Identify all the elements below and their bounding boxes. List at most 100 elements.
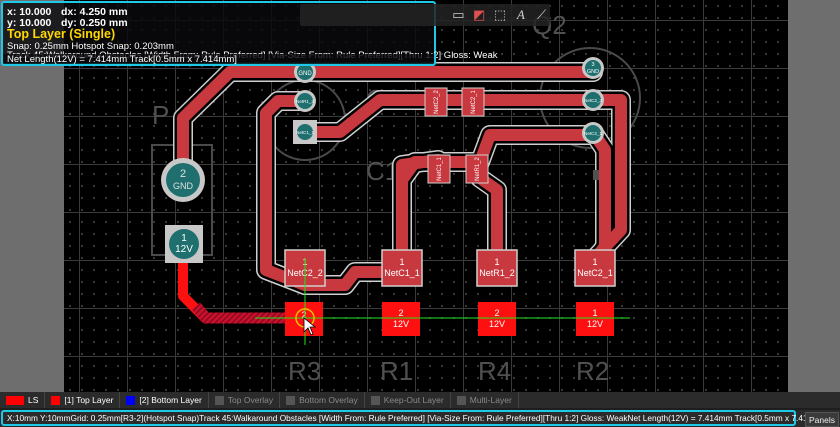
- th-pads[interactable]: 2 GND 1 12V GND NetR1_2 NetC1_1: [161, 57, 604, 263]
- status-bar: X:10mm Y:10mm Grid: 0.25mm [R3-2] (Hotsp…: [0, 410, 840, 427]
- tab-keepout-label: Keep-Out Layer: [383, 395, 444, 405]
- keepout-swatch: [370, 395, 380, 405]
- q2-flat-marker: [593, 170, 599, 180]
- pad-q2-b-net: NetC2_2: [584, 98, 602, 103]
- pad-q1-b-net: NetR1_2: [296, 99, 314, 104]
- pad-r2-2[interactable]: 1 12V: [576, 302, 614, 336]
- tab-multi-layer[interactable]: Multi-Layer: [451, 392, 519, 408]
- pad-r4-1-net: NetR1_2: [479, 268, 515, 278]
- pad-q1-b[interactable]: NetR1_2: [294, 90, 316, 112]
- pad-r1-2-number: 2: [398, 308, 403, 318]
- pad-r2-1[interactable]: 1 NetC2_1: [574, 249, 616, 287]
- tab-keepout-layer[interactable]: Keep-Out Layer: [365, 392, 451, 408]
- pad-p-gnd-net: GND: [173, 181, 194, 191]
- tab-top-overlay[interactable]: Top Overlay: [209, 392, 281, 408]
- tab-top-overlay-label: Top Overlay: [227, 395, 274, 405]
- layer-tabs-bar: LS [1] Top Layer [2] Bottom Layer Top Ov…: [0, 392, 840, 408]
- pad-r4-1[interactable]: 1 NetR1_2: [476, 249, 518, 287]
- pad-p-12v-net: 12V: [175, 244, 193, 255]
- pad-r4-1-number: 1: [494, 257, 499, 267]
- multi-layer-swatch: [456, 395, 466, 405]
- bottom-overlay-swatch: [286, 395, 296, 405]
- pad-p-12v[interactable]: 1 12V: [165, 225, 203, 263]
- pad-r3-2-number: 2: [301, 310, 306, 320]
- pad-q2-c[interactable]: NetC2_1: [582, 122, 604, 144]
- top-overlay-swatch: [214, 395, 224, 405]
- text-icon[interactable]: A: [516, 7, 525, 22]
- pad-q2-b[interactable]: NetC2_2: [582, 89, 604, 111]
- line-icon[interactable]: ⟋: [537, 7, 547, 22]
- pad-c2-2-net: NetC2_1: [471, 90, 477, 114]
- canvas-margin-right: [788, 0, 840, 392]
- layer-set-label: LS: [28, 395, 39, 405]
- pad-r2-2-number: 1: [592, 308, 597, 318]
- pad-c1-2[interactable]: NetR1_2: [465, 154, 489, 184]
- tab-bottom-layer[interactable]: [2] Bottom Layer: [120, 392, 209, 408]
- pad-r1-1[interactable]: 1 NetC1_1: [381, 249, 423, 287]
- bottom-layer-swatch: [126, 395, 136, 405]
- tab-bottom-overlay-label: Bottom Overlay: [299, 395, 358, 405]
- pad-r2-2-net: 12V: [587, 319, 603, 329]
- smd-pads[interactable]: 1 NetC2_2 1 NetC1_1 1 NetR1_2 1 NetC2_1: [284, 87, 616, 336]
- pad-r1-2-net: 12V: [393, 319, 409, 329]
- pad-c2-1[interactable]: NetC2_2: [424, 87, 448, 117]
- hud-net-length: Net Length(12V) = 7.414mm Track[0.5mm x …: [7, 54, 237, 65]
- hud-layer: Top Layer (Single): [7, 27, 116, 41]
- status-grid: Grid: 0.25mm: [70, 413, 121, 423]
- tab-top-layer-label: [1] Top Layer: [64, 395, 114, 405]
- status-pad: [R3-2]: [120, 413, 144, 423]
- layer-set-button[interactable]: LS: [0, 392, 46, 408]
- track-netc2-2[interactable]: [260, 95, 311, 291]
- pad-q2-gnd[interactable]: 3 GND: [582, 57, 604, 79]
- hud-footer: Net Length(12V) = 7.414mm Track[0.5mm x …: [1, 54, 436, 66]
- designator-r3: R3: [288, 356, 321, 386]
- hud-dy: dy: 0.250 mm: [61, 17, 128, 29]
- active-bar: ▭ ◩ ⬚ A ⟋: [300, 4, 550, 26]
- pad-c1-1[interactable]: NetC1_1: [427, 154, 451, 184]
- hud-snap: Snap: 0.25mm Hotspot Snap: 0.203mm: [7, 41, 174, 52]
- track-12v-walkaround[interactable]: [191, 302, 300, 324]
- tab-bottom-layer-label: [2] Bottom Layer: [139, 395, 202, 405]
- pad-q2-c-net: NetC2_1: [584, 131, 602, 136]
- pad-c2-1-net: NetC2_2: [434, 90, 440, 114]
- pad-q1-c-net: NetC1_1: [296, 130, 314, 135]
- pad-c1-2-net: NetR1_2: [475, 157, 481, 181]
- region-icon[interactable]: ◩: [473, 7, 486, 22]
- pad-icon[interactable]: ▭: [452, 7, 465, 22]
- track-gnd[interactable]: [177, 66, 599, 186]
- pad-r1-1-net: NetC1_1: [384, 268, 420, 278]
- status-bar-text: X:10mm Y:10mm Grid: 0.25mm [R3-2] (Hotsp…: [1, 410, 828, 426]
- status-net-length: Net Length(12V) = 7.414mm Track[0.5mm x …: [627, 413, 829, 423]
- pad-r4-2-net: 12V: [489, 319, 505, 329]
- pad-c2-2[interactable]: NetC2_1: [461, 87, 485, 117]
- pcb-drawing[interactable]: Q2 C2 C1 P R3 R1 R4 R2: [0, 0, 840, 392]
- designator-r2: R2: [576, 356, 609, 386]
- pad-p-gnd[interactable]: 2 GND: [161, 158, 205, 202]
- pad-r1-2[interactable]: 2 12V: [382, 302, 420, 336]
- pad-c1-1-net: NetC1_1: [437, 157, 443, 181]
- top-layer-swatch: [51, 395, 61, 405]
- pad-p-gnd-number: 2: [180, 168, 186, 180]
- pad-r2-1-net: NetC2_1: [577, 268, 613, 278]
- status-track: Track 45:Walkaround Obstacles [Width Fro…: [199, 413, 628, 423]
- pad-r2-1-number: 1: [592, 257, 597, 267]
- pad-r4-2[interactable]: 2 12V: [478, 302, 516, 336]
- pad-p-12v-number: 1: [181, 233, 187, 244]
- pcb-canvas[interactable]: Q2 C2 C1 P R3 R1 R4 R2: [0, 0, 840, 392]
- hud-x: x: 10.000: [7, 6, 52, 18]
- pad-q1-gnd-net: GND: [298, 71, 312, 77]
- mouse-pointer-icon: [303, 317, 317, 336]
- pad-q1-gnd[interactable]: GND: [294, 61, 316, 83]
- polygon-icon[interactable]: ⬚: [493, 7, 507, 22]
- tab-bottom-overlay[interactable]: Bottom Overlay: [280, 392, 365, 408]
- pad-q1-c[interactable]: NetC1_1: [293, 120, 317, 144]
- tab-top-layer[interactable]: [1] Top Layer: [45, 392, 121, 408]
- tab-multi-layer-label: Multi-Layer: [469, 395, 512, 405]
- layer-set-swatch: [6, 395, 24, 405]
- panels-button[interactable]: Panels: [805, 412, 839, 427]
- hud-y: y: 10.000: [7, 17, 52, 29]
- designator-p: P: [152, 100, 169, 130]
- pad-r4-2-number: 2: [494, 308, 499, 318]
- hud-dx: dx: 4.250 mm: [61, 6, 128, 18]
- pad-q2-gnd-number: 3: [591, 62, 594, 68]
